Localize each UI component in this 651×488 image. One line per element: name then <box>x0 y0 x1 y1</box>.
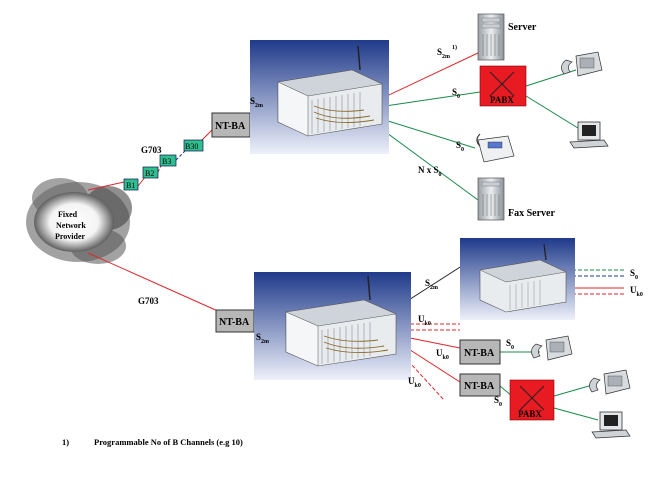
provider-line1: Fixed <box>58 210 78 219</box>
fax-server-icon <box>477 177 505 221</box>
fax-server-label: Fax Server <box>508 208 555 219</box>
link-chassis-fax <box>371 115 476 149</box>
remote-chassis-antenna <box>543 243 547 261</box>
phone-icon-bottom-1 <box>531 335 573 361</box>
top-nxs0: N x S0 <box>418 165 442 178</box>
link-uk0-ntba3 <box>403 345 461 383</box>
bottom-s0-pabx: S0 <box>494 395 502 408</box>
phone-icon-bottom-2 <box>589 369 631 395</box>
bottom-s2m-main: S2m <box>256 332 269 345</box>
top-pabx-label: PABX <box>490 95 514 105</box>
channel-b2-box <box>142 166 159 179</box>
right-s0: S0 <box>630 268 638 281</box>
remote-chassis-panel <box>460 238 575 320</box>
ntba-2: NT-BA <box>459 339 501 365</box>
bottom-uk0-3: Uk0 <box>408 376 421 389</box>
link-chassis-faxserver <box>371 121 479 201</box>
channel-b2-label: B2 <box>145 169 154 178</box>
top-chassis-antenna <box>357 45 361 71</box>
top-ntba-label: NT-BA <box>215 121 246 132</box>
top-s0-pabx: S0 <box>452 87 460 100</box>
link-pabx2-phone <box>553 383 597 397</box>
bottom-chassis-panel <box>254 272 411 380</box>
top-ntba: NT-BA <box>211 112 251 138</box>
top-pabx-box <box>479 65 527 107</box>
bottom-pabx: PABX <box>509 379 555 421</box>
fax-icon <box>476 133 515 163</box>
bottom-g703-label: G703 <box>138 296 159 306</box>
channel-b1-label: B1 <box>126 181 135 190</box>
bottom-ntba-label: NT-BA <box>219 317 250 328</box>
link-pabx2-pc <box>553 407 599 421</box>
ntba-3: NT-BA <box>459 373 501 397</box>
bottom-uk0-1: Uk0 <box>418 314 431 327</box>
fixed-network-provider-cloud: Fixed Network Provider <box>26 178 132 264</box>
top-ntba-box <box>211 112 251 138</box>
top-s2m-main: S2m <box>250 96 263 109</box>
ntba-3-box <box>459 373 501 397</box>
b-channels: B1 B2 B3 B30 <box>123 139 204 191</box>
pc-icon-bottom <box>591 411 631 439</box>
bottom-chassis-antenna <box>367 275 371 301</box>
footnote-text: Programmable No of B Channels (e.g 10) <box>94 437 243 447</box>
link-b2-b3 <box>157 161 164 173</box>
bottom-pabx-box <box>509 379 555 421</box>
top-pabx: PABX <box>479 65 527 107</box>
bottom-s0-phone: S0 <box>506 338 514 351</box>
top-pabx-cross-b <box>489 71 515 97</box>
right-uk0: Uk0 <box>630 285 643 298</box>
server-icon <box>477 13 505 61</box>
footnote-number: 1) <box>62 437 69 447</box>
ntba-2-box <box>459 339 501 365</box>
bottom-ntba: NT-BA <box>215 309 255 333</box>
ntba-3-label: NT-BA <box>464 381 495 392</box>
top-g703-label: G703 <box>141 145 162 155</box>
pc-icon <box>569 121 609 149</box>
link-b3-b30 <box>175 149 187 161</box>
ntba-2-label: NT-BA <box>464 348 495 359</box>
channel-b30-box <box>183 139 204 152</box>
link-pabx-pc <box>525 95 579 129</box>
link-uk0-3 <box>399 351 445 401</box>
link-cloud-b1 <box>87 181 125 191</box>
channel-b3-box <box>159 154 177 167</box>
provider-line2: Network <box>56 221 86 230</box>
top-s2m-server: S2m1) <box>437 44 457 60</box>
channel-b3-label: B3 <box>162 157 171 166</box>
provider-line3: Provider <box>55 232 86 241</box>
link-chassis-pabx <box>371 91 481 109</box>
bottom-pabx-cross-b <box>519 385 545 411</box>
bottom-uk0-2: Uk0 <box>436 348 449 361</box>
top-labels: S2m S2m1) S0 S0 N x S0 <box>250 44 464 178</box>
top-s0-fax: S0 <box>456 140 464 153</box>
link-uk0-ntba2 <box>409 337 461 349</box>
top-chassis-panel <box>250 40 389 154</box>
link-cloud-ntba-bottom <box>87 252 221 313</box>
channel-b1-box <box>123 178 139 191</box>
footnote: 1) Programmable No of B Channels (e.g 10… <box>62 437 243 447</box>
phone-icon <box>561 51 603 77</box>
bottom-pabx-label: PABX <box>518 409 542 419</box>
bottom-labels: S2m S2m Uk0 Uk0 Uk0 S0 Uk0 S0 S0 <box>256 268 643 408</box>
server-label: Server <box>508 22 537 33</box>
bottom-s2m-remote: S2m <box>425 278 438 291</box>
channel-b30-label: B30 <box>185 142 198 151</box>
link-chassis-server <box>371 51 481 104</box>
